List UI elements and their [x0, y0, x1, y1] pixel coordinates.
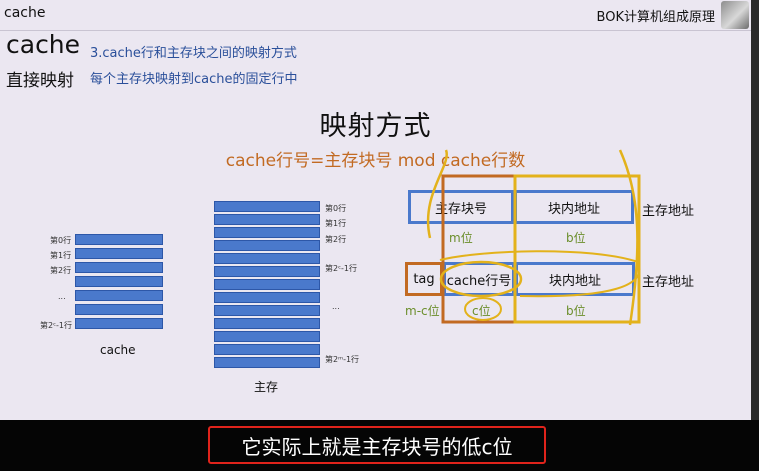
cache-caption: cache [100, 343, 136, 357]
header-right-title: BOK计算机组成原理 [596, 10, 715, 25]
cache-row [75, 290, 163, 301]
slide: cache BOK计算机组成原理 cache 3.cache行和主存块之间的映射… [0, 0, 751, 420]
memory-caption: 主存 [254, 380, 279, 394]
c-bits-label: c位 [472, 304, 491, 318]
slide-title-sub: 3.cache行和主存块之间的映射方式 [90, 46, 297, 61]
cache-row-label: 第2ᶜ-1行 [40, 321, 73, 330]
cache-row [75, 318, 163, 329]
m-bits-label: m位 [449, 231, 473, 245]
block-number-field: 主存块号 [408, 190, 514, 224]
cache-row-label: 第0行 [50, 236, 72, 245]
slide-subtitle-sub: 每个主存块映射到cache的固定行中 [90, 72, 298, 87]
b-bits-label-1: b位 [566, 231, 586, 245]
yellow-circle-line-number [439, 260, 523, 298]
block-offset-label-2: 块内地址 [548, 273, 601, 289]
memory-row-label: 第1行 [325, 219, 347, 228]
yellow-curve-right [618, 149, 639, 326]
memory-row [214, 344, 320, 355]
slide-title: cache [6, 30, 81, 59]
memory-row-label: 第0行 [325, 204, 347, 213]
cache-row [75, 234, 163, 245]
tag-label: tag [413, 271, 435, 287]
memory-row-label: 第2ᶜ-1行 [325, 264, 358, 273]
memory-row [214, 214, 320, 225]
b-bits-label-2: b位 [566, 304, 586, 318]
slide-subtitle: 直接映射 [6, 71, 74, 91]
cache-row [75, 248, 163, 259]
memory-row [214, 266, 320, 277]
memory-row [214, 279, 320, 290]
video-header: cache BOK计算机组成原理 [0, 0, 751, 31]
yellow-annotation-rect [513, 174, 641, 324]
yellow-circle-c-bits [464, 297, 502, 321]
tag-bits-label: m-c位 [405, 304, 440, 318]
cache-row [75, 276, 163, 287]
address-label-1: 主存地址 [642, 204, 695, 219]
memory-row-label: 第2行 [325, 235, 347, 244]
cache-row-label: 第2行 [50, 266, 72, 275]
cache-row [75, 304, 163, 315]
diagram-title: 映射方式 [319, 111, 432, 142]
right-edge-bar [751, 0, 759, 420]
memory-row [214, 292, 320, 303]
address-label-2: 主存地址 [642, 275, 695, 290]
cache-row-label: 第1行 [50, 251, 72, 260]
memory-row-label: ... [332, 302, 340, 311]
avatar [721, 1, 749, 29]
yellow-curve-left [426, 149, 448, 239]
header-left-title: cache [4, 5, 46, 21]
yellow-loop [439, 250, 641, 298]
orange-annotation-rect [441, 174, 517, 324]
memory-row-label: 第2ᵐ-1行 [325, 355, 360, 364]
mapping-formula: cache行号=主存块号 mod cache行数 [225, 151, 526, 171]
memory-row [214, 318, 320, 329]
memory-row [214, 253, 320, 264]
memory-row [214, 240, 320, 251]
memory-row [214, 201, 320, 212]
subtitle-caption: 它实际上就是主存块号的低c位 [208, 426, 546, 464]
block-offset-label: 块内地址 [547, 201, 600, 217]
cache-row-label: ... [58, 292, 66, 301]
block-number-label: 主存块号 [434, 201, 487, 217]
memory-row [214, 305, 320, 316]
memory-row [214, 331, 320, 342]
memory-row [214, 357, 320, 368]
cache-row [75, 262, 163, 273]
cache-line-label: cache行号 [446, 273, 512, 289]
annotation-overlay [426, 149, 641, 326]
memory-row [214, 227, 320, 238]
